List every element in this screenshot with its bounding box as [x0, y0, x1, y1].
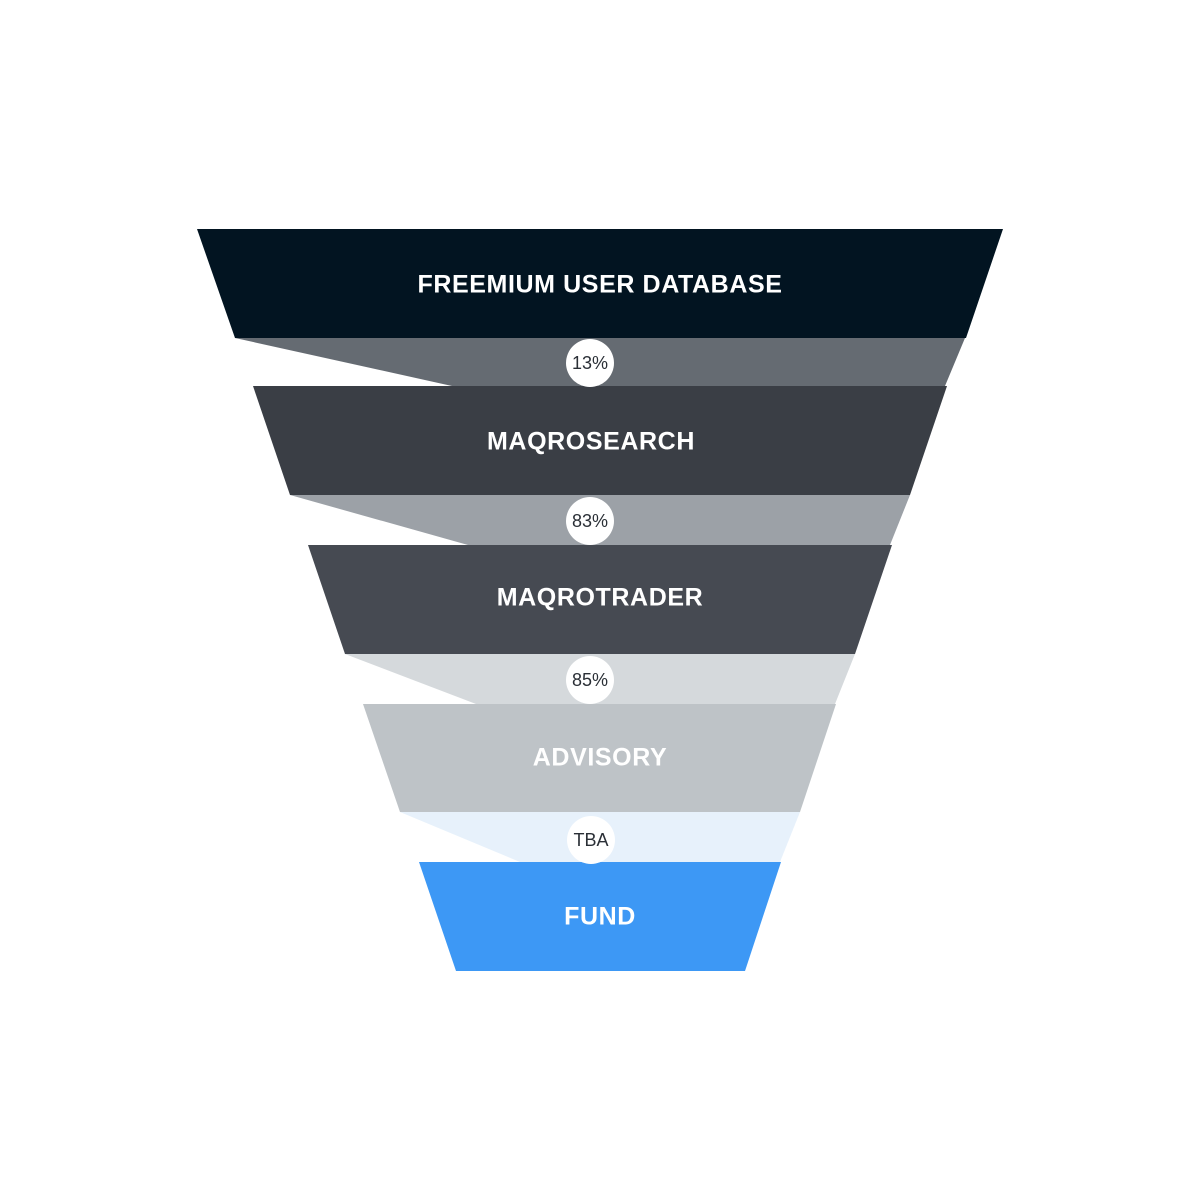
conversion-badge-circle [566, 339, 614, 387]
conversion-badge-2: 83% [566, 497, 614, 545]
stage-label-fund: FUND [564, 903, 636, 931]
stage-label-maqrosearch: MAQROSEARCH [487, 428, 695, 456]
conversion-badge-circle [566, 656, 614, 704]
stage-freemium-user-database [197, 229, 1003, 338]
conversion-badges: 13% 83% 85% TBA [566, 339, 615, 864]
conversion-rate-3: 85% [572, 670, 608, 690]
conversion-badge-1: 13% [566, 339, 614, 387]
conversion-badge-3: 85% [566, 656, 614, 704]
stages [197, 229, 1003, 971]
stage-labels: FREEMIUM USER DATABASE MAQROSEARCH MAQRO… [417, 271, 782, 931]
conversion-badge-circle [567, 816, 615, 864]
conversion-rate-4: TBA [573, 830, 608, 850]
stage-fund [419, 862, 781, 971]
stage-label-advisory: ADVISORY [533, 744, 667, 772]
stage-advisory [363, 704, 836, 812]
conversion-badge-4: TBA [567, 816, 615, 864]
conversion-badge-circle [566, 497, 614, 545]
conversion-rate-1: 13% [572, 353, 608, 373]
stage-maqrotrader [308, 545, 892, 654]
stage-label-maqrotrader: MAQROTRADER [497, 584, 704, 612]
stage-maqrosearch [253, 386, 947, 495]
conversion-rate-2: 83% [572, 511, 608, 531]
stage-label-freemium-user-database: FREEMIUM USER DATABASE [417, 271, 782, 299]
